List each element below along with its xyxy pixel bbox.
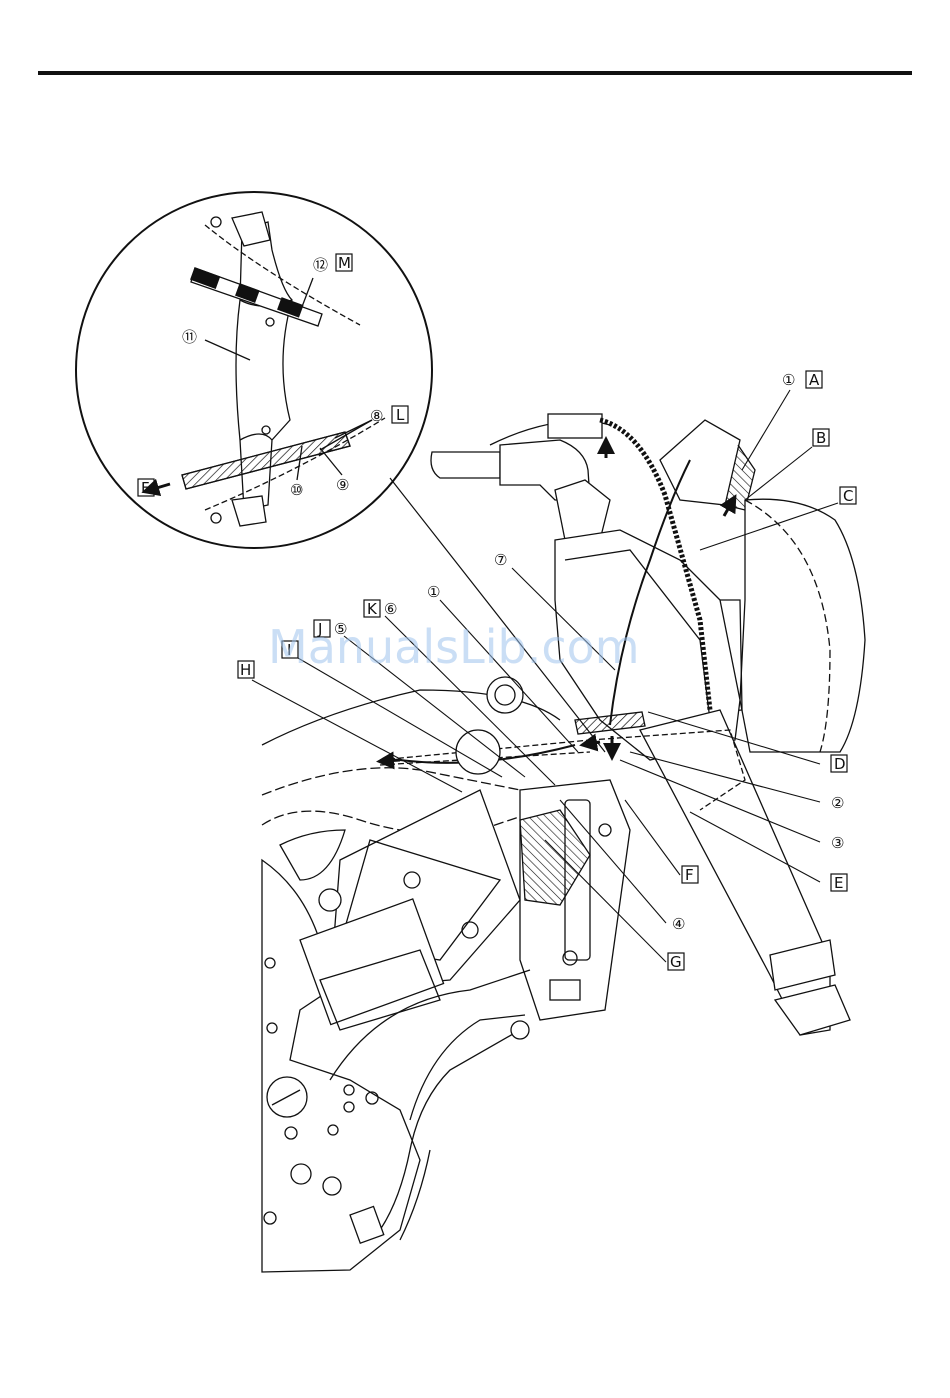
callout-e: E: [834, 874, 843, 892]
callout-10: ⑩: [290, 481, 303, 499]
callout-12: ⑫: [313, 256, 328, 274]
callout-m: M: [338, 254, 351, 272]
watermark: ManualsLib.com: [268, 620, 640, 674]
callout-4: ④: [672, 915, 685, 933]
callout-a: A: [809, 371, 820, 389]
callout-2: ②: [831, 794, 844, 812]
callout-f-main: F: [685, 866, 694, 884]
callout-6: ⑥: [384, 600, 397, 618]
callout-g: G: [670, 953, 682, 971]
callout-c: C: [843, 487, 853, 505]
headlight-housing: [740, 499, 865, 752]
callout-1: ①: [427, 583, 440, 601]
callout-9: ⑨: [336, 476, 349, 494]
callout-b: B: [816, 429, 826, 447]
main-drawing: [262, 414, 865, 1272]
callout-11: ⑪: [182, 328, 197, 346]
callout-d: D: [834, 755, 846, 773]
callout-l: L: [396, 406, 405, 424]
handlebar-grip: [431, 452, 500, 478]
callout-f-detail: F: [141, 479, 150, 497]
detail-view: [76, 192, 432, 548]
callout-7: ⑦: [494, 551, 507, 569]
callout-1-top: ①: [782, 371, 795, 389]
callout-3: ③: [831, 834, 844, 852]
callout-h: H: [240, 661, 251, 679]
callout-8: ⑧: [370, 407, 383, 425]
callout-k: K: [367, 600, 378, 618]
